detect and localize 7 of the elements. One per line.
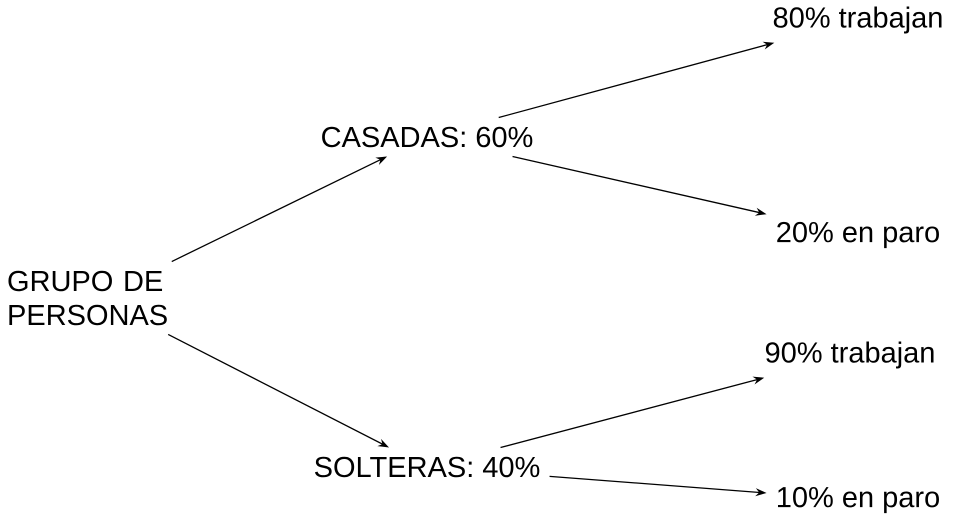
branch-label: 20% en paro <box>777 222 939 248</box>
branch-label: 80% trabajan <box>774 6 942 34</box>
branch-label: 10% en paro <box>778 486 939 514</box>
branch-label: CASADAS: 60% <box>322 126 532 148</box>
branch-label: SOLTERAS: 40% <box>314 456 540 478</box>
branch-label: 90% trabajan <box>766 341 934 369</box>
root-label: GRUPO DE PERSONAS <box>8 270 167 326</box>
